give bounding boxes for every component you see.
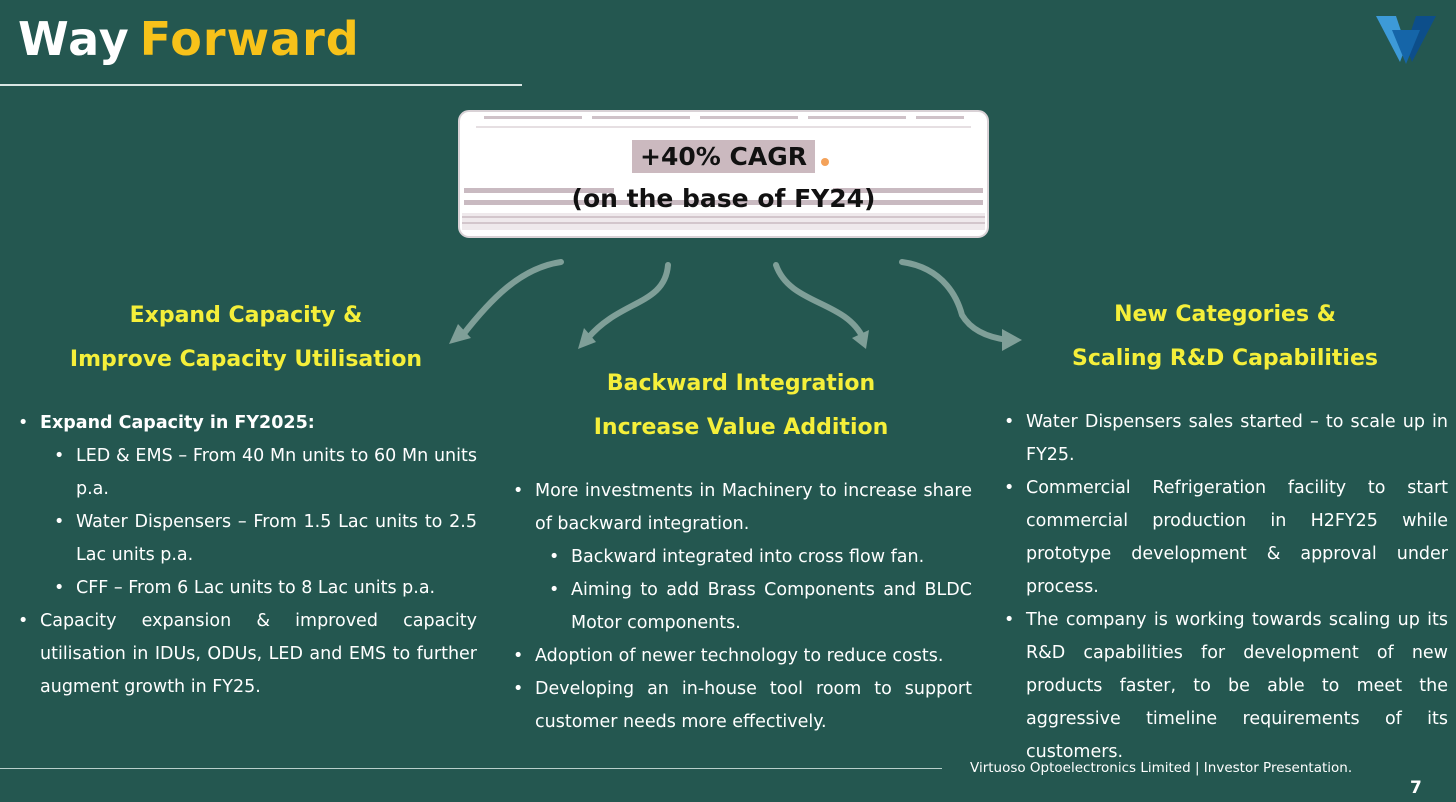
list-item: Aiming to add Brass Components and BLDC …	[549, 574, 972, 640]
column-backward-integration: More investments in Machinery to increas…	[513, 475, 972, 739]
column-expand-capacity: Expand Capacity in FY2025: LED & EMS – F…	[18, 407, 477, 704]
cagr-base-label: (on the base of FY24)	[571, 184, 876, 213]
list-item: Developing an in-house tool room to supp…	[513, 673, 972, 739]
column-new-categories: Water Dispensers sales started – to scal…	[1004, 406, 1448, 769]
list-item: Water Dispensers sales started – to scal…	[1004, 406, 1448, 472]
air-conditioner-icon	[458, 110, 989, 238]
list-item: Water Dispensers – From 1.5 Lac units to…	[54, 506, 477, 572]
arrow-right-icon	[899, 259, 1011, 343]
v-logo-icon	[1376, 16, 1436, 64]
heading-expand-capacity: Expand Capacity & Improve Capacity Utili…	[69, 303, 423, 372]
list-item: LED & EMS – From 40 Mn units to 60 Mn un…	[54, 440, 477, 506]
list-item: Adoption of newer technology to reduce c…	[513, 640, 972, 673]
footer-rule	[0, 768, 942, 769]
page-title-part2: Forward	[139, 12, 360, 66]
arrow-left-icon	[459, 259, 564, 339]
cagr-label: +40% CAGR	[458, 140, 989, 173]
list-item: More investments in Machinery to increas…	[513, 475, 972, 640]
page-title-part1: Way	[18, 12, 130, 66]
arrow-center-left-icon	[585, 262, 671, 341]
arrow-center-right-icon	[773, 262, 866, 341]
list-item: Backward integrated into cross flow fan.	[549, 541, 972, 574]
footer-company: Virtuoso Optoelectronics Limited | Inves…	[970, 760, 1353, 776]
heading-new-categories: New Categories & Scaling R&D Capabilitie…	[1072, 302, 1378, 371]
list-item: Commercial Refrigeration facility to sta…	[1004, 472, 1448, 604]
list-item: CFF – From 6 Lac units to 8 Lac units p.…	[54, 572, 477, 605]
title-underline	[0, 84, 522, 86]
page-number: 7	[1410, 778, 1422, 798]
list-item: Capacity expansion & improved capacity u…	[18, 605, 477, 704]
list-item: The company is working towards scaling u…	[1004, 604, 1448, 769]
heading-backward-integration: Backward Integration Increase Value Addi…	[593, 371, 889, 440]
list-item: Expand Capacity in FY2025: LED & EMS – F…	[18, 407, 477, 605]
